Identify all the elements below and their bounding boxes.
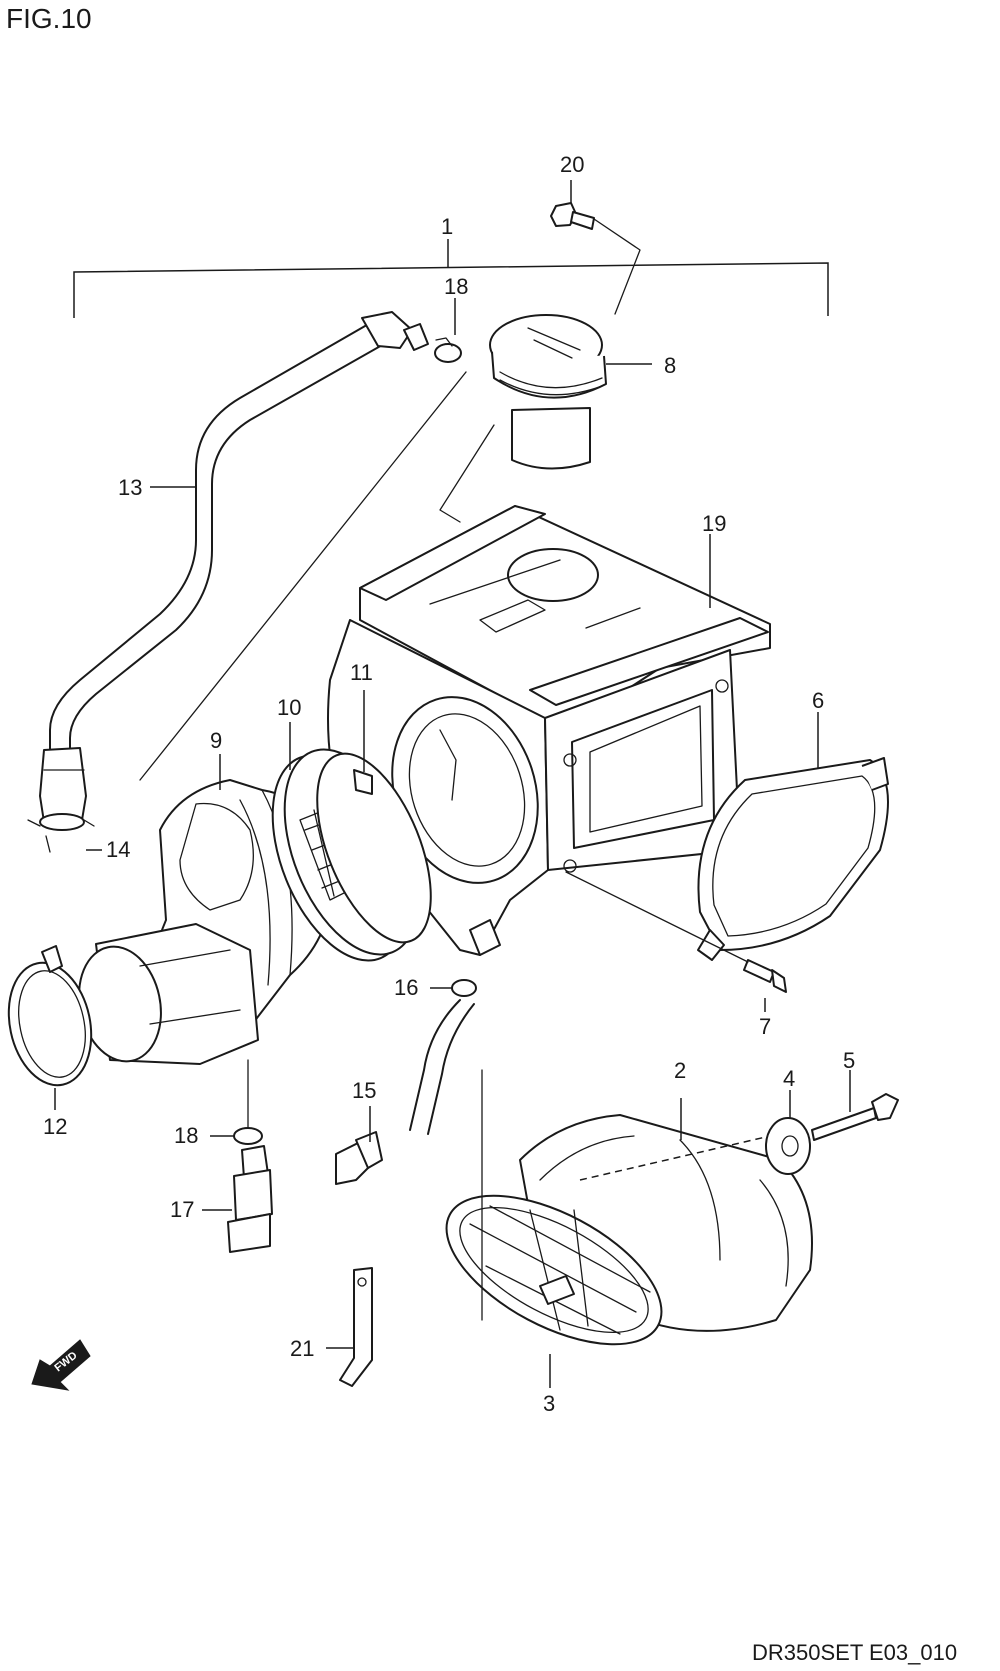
part-number-8: 8 bbox=[664, 353, 676, 378]
part-number-4: 4 bbox=[783, 1066, 795, 1091]
assembly-bracket-part-1 bbox=[73, 239, 829, 318]
hose-part-13 bbox=[39, 311, 429, 823]
drain-tube-part-15 bbox=[335, 999, 475, 1185]
part-number-21: 21 bbox=[290, 1336, 314, 1361]
part-number-15: 15 bbox=[352, 1078, 376, 1103]
filter-cage-part-3 bbox=[445, 1069, 663, 1388]
screw-part-7 bbox=[565, 871, 787, 1012]
fwd-arrow-icon: FWD bbox=[31, 1339, 91, 1391]
part-number-labels: 20 1 18 8 13 19 11 10 6 9 14 16 7 2 5 4 … bbox=[43, 152, 855, 1416]
part-number-12: 12 bbox=[43, 1114, 67, 1139]
part-number-3: 3 bbox=[543, 1391, 555, 1416]
sensor-part-17 bbox=[202, 1145, 273, 1253]
wing-bolt-part-5 bbox=[811, 1070, 899, 1141]
mesh-part-10-and-clamp-part-11 bbox=[271, 690, 432, 962]
part-number-2: 2 bbox=[674, 1058, 686, 1083]
part-number-6: 6 bbox=[812, 688, 824, 713]
part-number-14: 14 bbox=[106, 837, 130, 862]
part-number-13: 13 bbox=[118, 475, 142, 500]
clip-part-16 bbox=[430, 979, 477, 997]
bracket-part-21 bbox=[326, 1267, 373, 1387]
part-number-9: 9 bbox=[210, 728, 222, 753]
figure-title: FIG.10 bbox=[6, 3, 92, 34]
part-number-19: 19 bbox=[702, 511, 726, 536]
part-number-17: 17 bbox=[170, 1197, 194, 1222]
part-number-11: 11 bbox=[350, 660, 373, 685]
band-clamp-part-12 bbox=[7, 945, 93, 1110]
cover-part-6 bbox=[697, 712, 889, 961]
part-number-20: 20 bbox=[560, 152, 584, 177]
part-number-16: 16 bbox=[394, 975, 418, 1000]
part-number-18-upper: 18 bbox=[444, 274, 468, 299]
washer-part-4 bbox=[765, 1090, 811, 1175]
part-number-10: 10 bbox=[277, 695, 301, 720]
part-number-1: 1 bbox=[441, 214, 453, 239]
clamp-part-18-upper bbox=[434, 298, 462, 363]
air-box-part-19 bbox=[327, 505, 771, 956]
clamp-part-18-lower bbox=[210, 1059, 263, 1145]
bolt-part-20 bbox=[550, 180, 641, 315]
figure-code: DR350SET E03_010 bbox=[752, 1640, 957, 1665]
clamp-part-14 bbox=[27, 813, 102, 853]
part-number-18-lower: 18 bbox=[174, 1123, 198, 1148]
cap-part-8 bbox=[489, 314, 652, 470]
part-number-7: 7 bbox=[759, 1014, 771, 1039]
part-number-5: 5 bbox=[843, 1048, 855, 1073]
